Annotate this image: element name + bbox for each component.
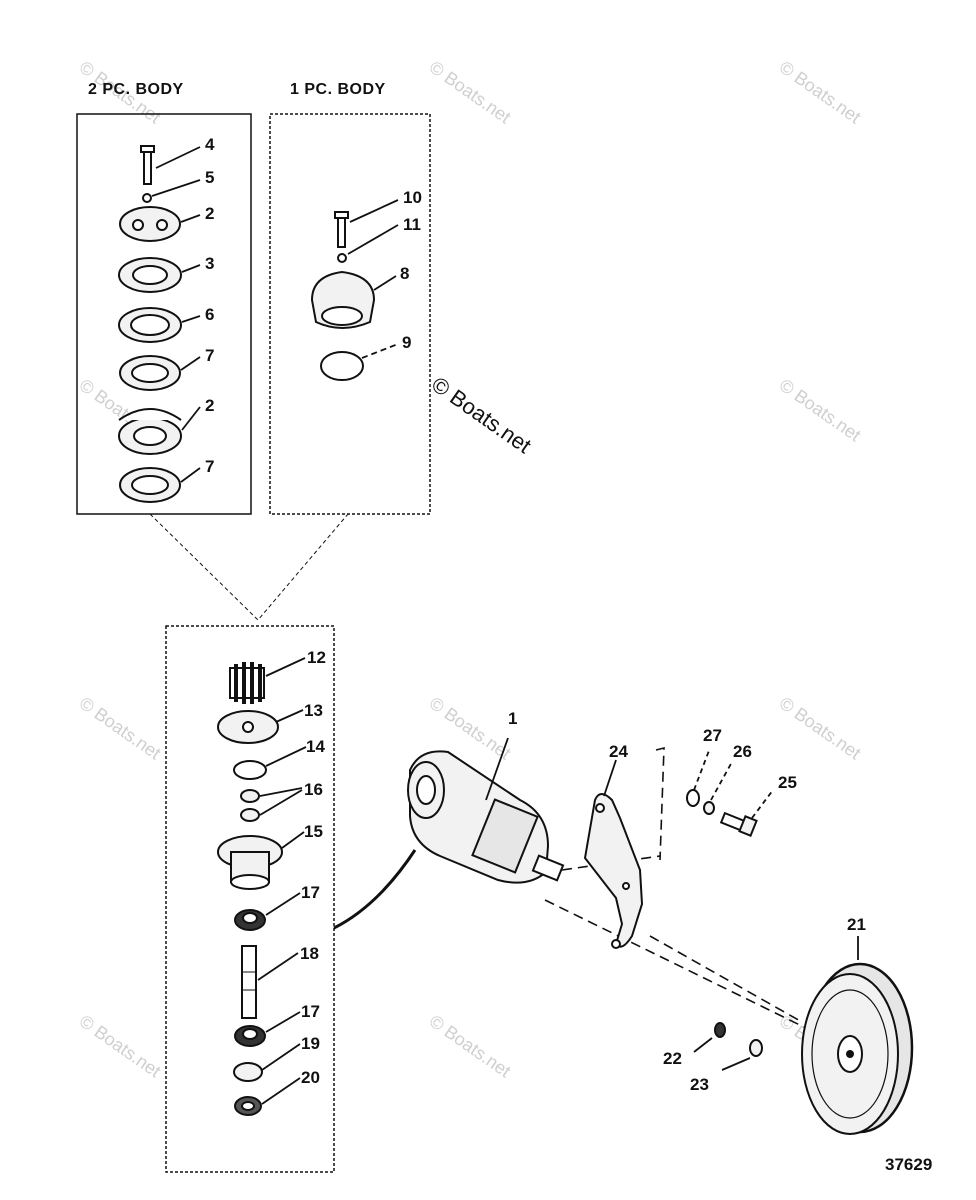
bracket-guide-line: [655, 746, 665, 861]
bracket-part: [583, 793, 644, 949]
callout-20: 20: [301, 1068, 320, 1087]
callout-25: 25: [778, 773, 797, 792]
water-pump-assembly: [407, 750, 565, 884]
axis-line: [544, 899, 811, 1031]
watermark: © Boats.net: [776, 693, 865, 763]
callout-23: 23: [690, 1075, 709, 1094]
figure-number: 37629: [885, 1155, 932, 1174]
callout-4: 4: [205, 135, 215, 154]
washer-part: [686, 789, 700, 807]
callout-12: 12: [307, 648, 326, 667]
callout-15: 15: [304, 822, 323, 841]
callout-16: 16: [304, 780, 323, 799]
axis-line: [649, 935, 803, 1023]
panel-connector-lines: [149, 513, 349, 621]
gasket-part: [119, 355, 181, 391]
o-ring-part: [233, 760, 267, 780]
lockwasher-part: [703, 801, 715, 815]
gasket-part: [118, 257, 182, 293]
panel-1pc-body: [269, 113, 431, 515]
washer-part: [337, 253, 347, 263]
spacer-part: [234, 1096, 262, 1116]
callout-8: 8: [400, 264, 409, 283]
bearing-part: [234, 909, 266, 931]
plate-part: [118, 307, 182, 343]
panel-2pc-body: [76, 113, 252, 515]
retainer-part: [233, 1062, 263, 1082]
washer-part: [142, 193, 152, 203]
callout-21: 21: [847, 915, 866, 934]
callout-9: 9: [402, 333, 411, 352]
seal-part: [240, 808, 260, 822]
callout-27: 27: [703, 726, 722, 745]
callout-7: 7: [205, 346, 214, 365]
housing-part: [217, 835, 283, 890]
header-2pc-body: 2 PC. BODY: [88, 81, 184, 98]
callout-3: 3: [205, 254, 214, 273]
two-pc-body-parts: [118, 145, 182, 503]
seal-part: [240, 789, 260, 803]
watermark: © Boats.net: [76, 693, 165, 763]
callout-19: 19: [301, 1034, 320, 1053]
cover-plate-part: [119, 206, 181, 242]
watermark-main: © Boats.net: [427, 372, 536, 459]
watermark: © Boats.net: [426, 1011, 515, 1081]
callout-7: 7: [205, 457, 214, 476]
pump-internal-parts: [217, 662, 283, 1116]
header-1pc-body: 1 PC. BODY: [290, 81, 386, 98]
callout-14: 14: [306, 737, 325, 756]
bearing-part: [234, 1025, 266, 1047]
callout-5: 5: [205, 168, 214, 187]
callout-11: 11: [403, 215, 421, 234]
pump-body-part: [118, 408, 182, 455]
cover-plate-part: [217, 710, 279, 744]
callout-17: 17: [301, 883, 320, 902]
bolt-part: [719, 811, 758, 837]
pulley-part: [801, 962, 914, 1135]
pump-internal-leaders: [257, 657, 307, 1105]
callout-18: 18: [300, 944, 319, 963]
one-pc-leaders: [347, 199, 399, 359]
nut-part: [749, 1039, 763, 1057]
callout-10: 10: [403, 188, 422, 207]
watermarks: © Boats.net © Boats.net © Boats.net © Bo…: [76, 57, 865, 1081]
one-pc-body-parts: [310, 211, 376, 381]
two-pc-leaders: [151, 146, 201, 483]
callout-1: 1: [508, 709, 517, 728]
pump-connector-curve: [333, 849, 417, 930]
lockwasher-part: [714, 1022, 726, 1038]
screw-part: [334, 211, 349, 248]
callout-26: 26: [733, 742, 752, 761]
pump-body-part: [310, 270, 376, 329]
watermark: © Boats.net: [426, 57, 515, 127]
callout-24: 24: [609, 742, 628, 761]
callout-2: 2: [205, 396, 214, 415]
callout-2: 2: [205, 204, 214, 223]
callout-6: 6: [205, 305, 214, 324]
shaft-part: [241, 945, 257, 1019]
callout-22: 22: [663, 1049, 682, 1068]
watermark: © Boats.net: [776, 375, 865, 445]
watermark: © Boats.net: [76, 1011, 165, 1081]
callout-17: 17: [301, 1002, 320, 1021]
impeller-part: [229, 662, 265, 704]
gasket-part: [119, 467, 181, 503]
panel-pump-internals: [165, 625, 335, 1173]
screw-part: [140, 145, 155, 185]
callout-13: 13: [304, 701, 323, 720]
watermark: © Boats.net: [776, 57, 865, 127]
o-ring-part: [320, 351, 364, 381]
